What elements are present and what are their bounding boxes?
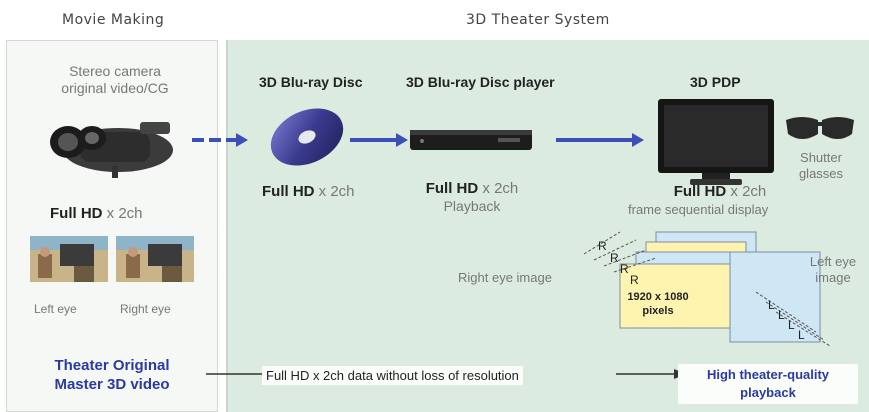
pdp-full-hd: Full HD <box>673 183 727 200</box>
right-eye-image-label: Right eye image <box>458 270 552 285</box>
pdp-title: 3D PDP <box>690 74 741 90</box>
l-mark-1: L <box>768 298 775 312</box>
left-full-hd: Full HD <box>50 205 103 222</box>
right-eye-thumbnail <box>116 236 194 282</box>
camera-caption-line2: original video/CG <box>61 80 169 96</box>
disc-title: 3D Blu-ray Disc <box>259 74 363 90</box>
right-eye-label: Right eye <box>120 302 171 316</box>
disc-full-hd: Full HD <box>262 183 315 200</box>
arrow-data-to-playback <box>614 366 688 382</box>
l-mark-4: L <box>798 328 805 342</box>
left-eye-image-label: Left eye image <box>800 254 866 286</box>
r-mark-4: R <box>630 273 639 287</box>
camera-caption: Stereo camera original video/CG <box>30 63 200 97</box>
playback-line1: High theater-quality <box>706 367 830 382</box>
left-eye-image-line1: Left eye <box>809 254 857 269</box>
left-eye-image-line2: image <box>815 270 851 285</box>
disc-full-hd-suffix: x 2ch <box>318 183 355 200</box>
movie-making-header: Movie Making <box>62 12 165 28</box>
resolution-line1: 1920 x 1080 <box>627 291 689 303</box>
blu-ray-disc-icon <box>262 105 352 170</box>
left-eye-thumbnail <box>30 236 108 282</box>
disc-full-hd-label: Full HD x 2ch <box>262 183 355 200</box>
playback-line2: playback <box>740 385 796 400</box>
r-mark-2: R <box>610 251 619 265</box>
shutter-glasses-label: Shutter glasses <box>786 150 856 182</box>
data-without-loss-label: Full HD x 2ch data without loss of resol… <box>262 366 523 385</box>
left-full-hd-label: Full HD x 2ch <box>50 205 143 222</box>
resolution-label: 1920 x 1080 pixels <box>618 290 698 318</box>
frame-sequential-label: frame sequential display <box>628 202 769 217</box>
player-full-hd-suffix: x 2ch <box>482 180 519 197</box>
blu-ray-player-icon <box>408 124 536 158</box>
theater-system-header: 3D Theater System <box>466 12 610 28</box>
l-mark-2: L <box>778 308 785 322</box>
arrow-master-to-data <box>204 366 264 382</box>
master-line1: Theater Original <box>54 357 170 374</box>
arrow-player-to-pdp <box>554 130 646 150</box>
player-full-hd-label: Full HD x 2ch <box>412 180 532 197</box>
pdp-full-hd-label: Full HD x 2ch <box>650 183 790 200</box>
shutter-glasses-icon <box>782 112 858 148</box>
r-mark-1: R <box>598 239 607 253</box>
l-mark-3: L <box>788 318 795 332</box>
shutter-line2: glasses <box>798 166 844 181</box>
resolution-line2: pixels <box>642 305 674 317</box>
player-title: 3D Blu-ray Disc player <box>406 74 555 90</box>
master-line2: Master 3D video <box>54 376 170 393</box>
stereo-camera-icon <box>40 110 190 180</box>
camera-caption-line1: Stereo camera <box>69 63 161 79</box>
high-quality-playback-label: High theater-quality playback <box>678 364 858 404</box>
arrow-disc-to-player <box>348 130 410 150</box>
player-playback-label: Playback <box>443 198 501 214</box>
movie-making-panel <box>6 40 218 412</box>
left-eye-label: Left eye <box>34 302 77 316</box>
pdp-tv-icon <box>654 97 778 189</box>
frame-sequence-diagram <box>580 222 850 352</box>
shutter-line1: Shutter <box>800 150 842 165</box>
arrow-camera-to-disc <box>190 130 250 150</box>
pdp-full-hd-suffix: x 2ch <box>730 183 767 200</box>
player-full-hd: Full HD <box>425 180 479 197</box>
master-3d-video-label: Theater Original Master 3D video <box>26 356 198 394</box>
r-mark-3: R <box>620 262 629 276</box>
left-full-hd-suffix: x 2ch <box>106 205 143 222</box>
